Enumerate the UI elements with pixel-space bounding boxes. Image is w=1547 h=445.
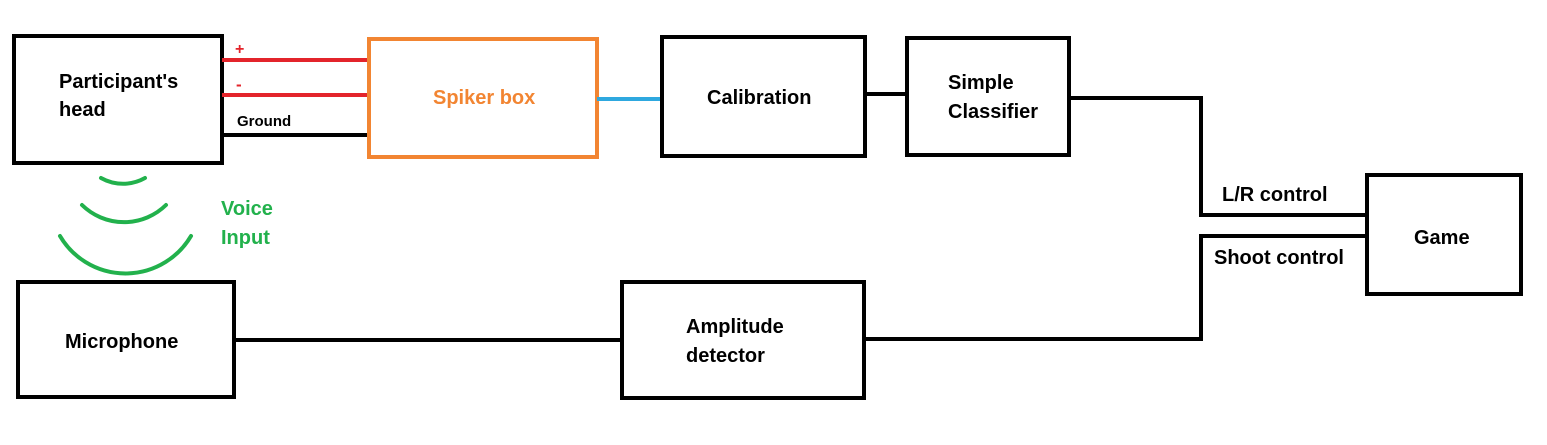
simple-classifier-label-line2: Classifier — [948, 101, 1038, 123]
voice-input-label-line2: Input — [221, 227, 270, 249]
lr-control-label: L/R control — [1222, 184, 1328, 206]
lr-control-line — [1069, 96, 1367, 217]
game-label: Game — [1414, 227, 1470, 249]
amplitude-detector-block: Amplitude detector — [620, 280, 866, 400]
microphone-block: Microphone — [16, 280, 236, 399]
participant-head-label-line1: Participant's — [59, 71, 178, 93]
microphone-label: Microphone — [65, 331, 178, 353]
sound-wave-medium — [80, 203, 168, 225]
shoot-control-wire: Shoot control — [864, 234, 1367, 341]
amplitude-detector-label-line2: detector — [686, 345, 765, 367]
simple-classifier-box — [905, 36, 1071, 157]
lr-control-wire: L/R control — [1069, 96, 1367, 217]
calibration-block: Calibration — [660, 35, 867, 158]
sound-wave-small — [99, 176, 147, 186]
simple-classifier-label-line1: Simple — [948, 72, 1014, 94]
sound-wave-large — [58, 234, 193, 276]
amplitude-detector-box — [620, 280, 866, 400]
participant-head-box — [12, 34, 224, 165]
shoot-control-line — [864, 234, 1367, 341]
ground-label: Ground — [237, 113, 291, 130]
negative-label: - — [236, 75, 242, 94]
shoot-control-label: Shoot control — [1214, 247, 1344, 269]
amplitude-detector-label-line1: Amplitude — [686, 316, 784, 338]
calibration-label: Calibration — [707, 87, 811, 109]
spiker-box-label: Spiker box — [433, 87, 535, 109]
calibration-box — [660, 35, 867, 158]
sound-waves-icon — [58, 176, 193, 276]
participant-head-block: Participant's head — [12, 34, 224, 165]
simple-classifier-block: Simple Classifier — [905, 36, 1071, 157]
spiker-box — [367, 37, 599, 159]
participant-head-label-line2: head — [59, 99, 106, 121]
voice-input-label-line1: Voice — [221, 198, 273, 220]
positive-label: + — [235, 41, 244, 58]
microphone-box — [16, 280, 236, 399]
spiker-box-block: Spiker box — [367, 37, 599, 159]
game-box — [1365, 173, 1523, 296]
game-block: Game — [1365, 173, 1523, 296]
electrode-wires: + - Ground — [222, 41, 369, 137]
